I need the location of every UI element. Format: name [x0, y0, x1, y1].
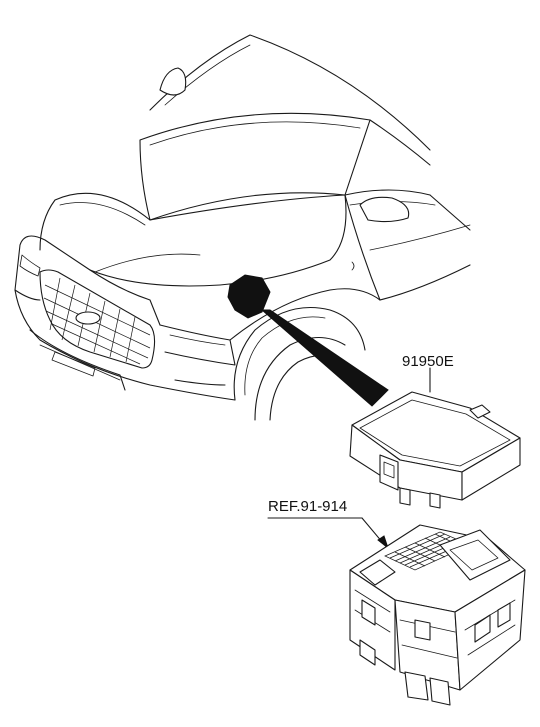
vehicle-illustration	[14, 34, 471, 421]
module-91950e-drawing	[349, 367, 521, 509]
reference-label: REF.91-914	[268, 498, 348, 515]
brand-emblem	[75, 311, 101, 325]
grille-pattern	[43, 277, 151, 365]
part-number-label: 91950E	[402, 353, 454, 370]
junction-box-drawing	[267, 517, 526, 706]
ecu-location-indicator	[227, 274, 389, 407]
